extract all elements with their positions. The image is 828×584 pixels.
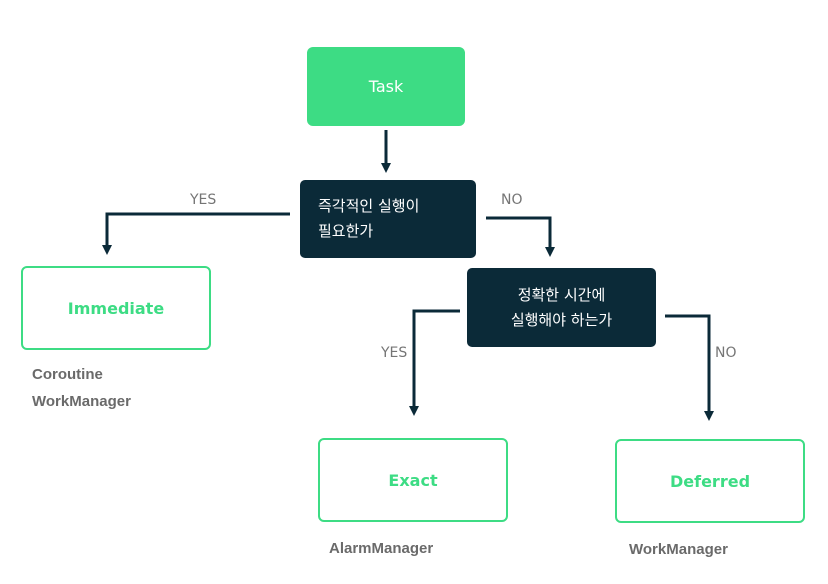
api-label: WorkManager <box>32 393 131 410</box>
outcome-exact-node: Exact <box>318 438 508 522</box>
outcome-deferred-node: Deferred <box>615 439 805 523</box>
task-node: Task <box>307 47 465 126</box>
outcome-deferred-label: Deferred <box>669 471 751 491</box>
branch-label-exact-yes: YES <box>381 345 408 361</box>
branch-label-immediate-yes: YES <box>190 192 217 208</box>
decision-immediate-node: 즉각적인 실행이 필요한가 <box>300 180 476 258</box>
arrow-immediate-yes <box>102 212 290 255</box>
api-label: WorkManager <box>629 541 728 558</box>
arrow-exact-no <box>665 314 714 421</box>
outcome-exact-label: Exact <box>388 470 438 490</box>
branch-label-exact-no: NO <box>715 345 737 361</box>
outcome-immediate-label: Immediate <box>67 298 165 318</box>
decision-immediate-line1: 즉각적인 실행이 <box>318 197 420 215</box>
arrow-exact-yes <box>409 309 460 416</box>
decision-immediate-line2: 필요한가 <box>318 222 374 240</box>
branch-label-immediate-no: NO <box>501 192 523 208</box>
decision-exact-line2: 실행해야 하는가 <box>510 310 613 329</box>
decision-exact-node: 정확한 시간에 실행해야 하는가 <box>467 268 656 347</box>
immediate-api-list: Coroutine WorkManager <box>32 361 131 415</box>
api-label: Coroutine <box>32 366 103 383</box>
decision-exact-line1: 정확한 시간에 <box>517 285 606 304</box>
arrow-immediate-no <box>486 216 555 257</box>
task-label: Task <box>368 77 404 96</box>
outcome-immediate-node: Immediate <box>21 266 211 350</box>
deferred-api-list: WorkManager <box>629 536 728 563</box>
exact-api-list: AlarmManager <box>329 535 433 562</box>
api-label: AlarmManager <box>329 540 434 557</box>
